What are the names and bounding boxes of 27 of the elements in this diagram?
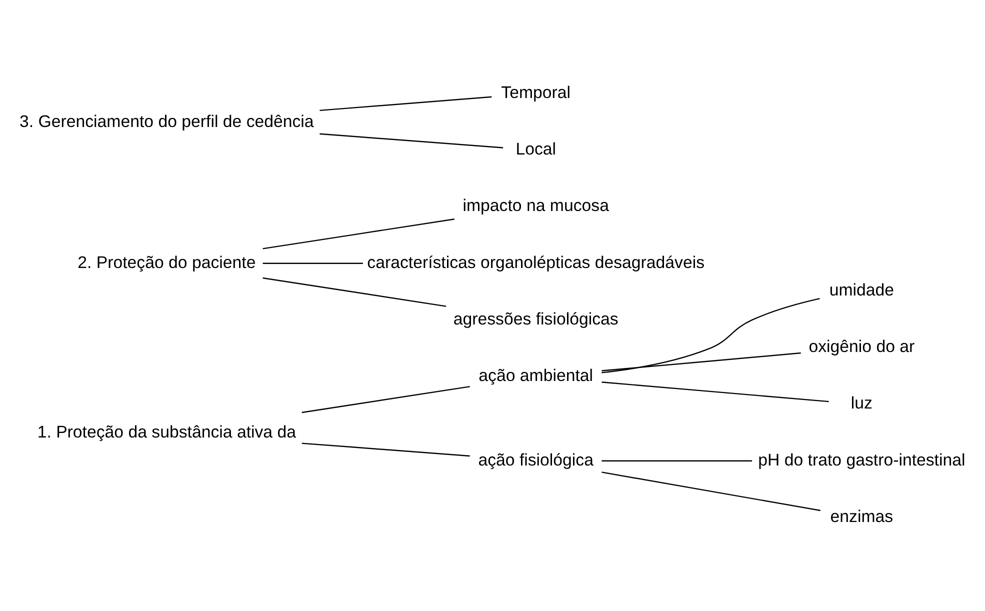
node-text: 3. Gerenciamento do perfil de cedência	[20, 112, 314, 131]
connector	[302, 386, 470, 414]
connector	[302, 442, 470, 457]
connector	[602, 382, 829, 402]
connector	[602, 460, 752, 462]
node-text: luz	[850, 394, 872, 413]
node-text: umidade	[829, 280, 894, 300]
connector	[602, 352, 801, 372]
connector	[320, 96, 492, 112]
connector	[602, 298, 820, 374]
node-text: 2. Proteção do paciente	[78, 252, 256, 272]
node-text: Temporal	[501, 82, 571, 102]
connector	[262, 277, 446, 307]
node-text: enzimas	[830, 506, 894, 526]
connector	[262, 218, 454, 250]
node-text: impacto na mucosa	[462, 196, 609, 216]
connector	[262, 262, 363, 264]
node-text: ação ambiental	[478, 366, 594, 386]
node-text: agressões fisiológicas	[453, 309, 618, 328]
node-text: 1. Proteção da substância ativa da	[37, 422, 296, 442]
node-text: características organolépticas desagradáveis	[367, 252, 705, 272]
node-text: pH do trato gastro-intestinal	[758, 450, 966, 470]
connector	[602, 472, 821, 512]
connector	[320, 133, 504, 148]
node-text: oxigênio do ar	[808, 337, 915, 356]
node-text: Local	[516, 140, 556, 159]
node-text: ação fisiológica	[478, 450, 594, 470]
